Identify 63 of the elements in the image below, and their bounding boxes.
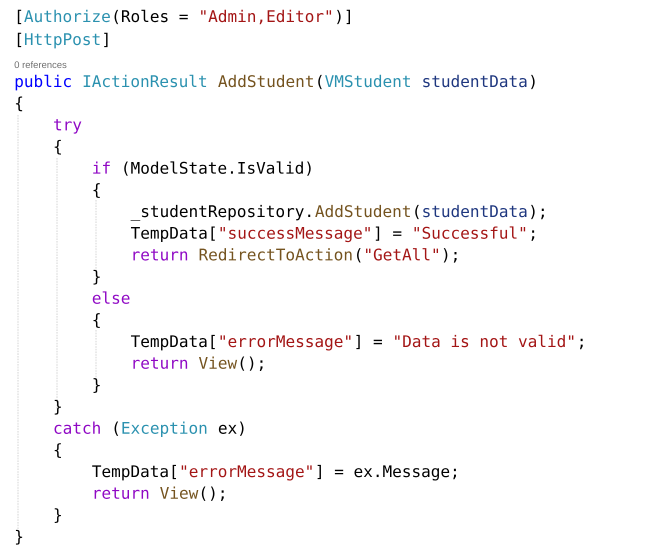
code-text: )]	[337, 10, 350, 24]
code-text: "Admin,Editor"	[201, 10, 332, 24]
code-text: "GetAll"	[366, 248, 438, 261]
code-text: }	[16, 530, 22, 545]
code-text: "errorMessage"	[182, 465, 312, 480]
code-text: View	[160, 486, 198, 499]
code-text: }	[54, 508, 61, 523]
code-text: ] =	[356, 334, 382, 350]
code-text: VMStudent	[325, 74, 410, 88]
code-text: }	[54, 400, 61, 415]
code-text: return	[133, 249, 188, 261]
code-text: return	[94, 487, 148, 499]
code-text: try	[54, 119, 82, 134]
code-text: "errorMessage"	[220, 335, 350, 350]
code-text: );	[531, 204, 544, 220]
code-text: _studentRepository.	[130, 204, 310, 221]
code-text: public	[16, 74, 71, 90]
code-text: {	[16, 96, 22, 112]
code-text: Exception	[122, 422, 206, 438]
code-text: {	[94, 313, 100, 328]
code-text: [	[18, 32, 22, 48]
code-text: IActionResult	[84, 74, 206, 88]
code-text: {	[94, 183, 100, 198]
code-text: ]	[104, 32, 108, 48]
code-text: (	[415, 204, 419, 220]
code-text: return	[133, 357, 188, 369]
code-text: );	[444, 248, 457, 263]
code-text: "Data is not valid"	[395, 334, 574, 348]
code-text: ex)	[218, 422, 244, 436]
code-text: Authorize	[24, 10, 110, 22]
code-text: )	[531, 74, 535, 90]
code-text: TempData[	[130, 226, 215, 242]
code-text: "Successful"	[414, 226, 526, 239]
code-text: (Roles =	[114, 10, 188, 24]
code-text: AddStudent	[218, 74, 313, 88]
code-text: studentData	[423, 204, 526, 218]
code-text: RedirectToAction	[200, 248, 352, 261]
code-text: (	[318, 74, 322, 90]
code-text: TempData[	[130, 334, 215, 350]
code-text: [	[18, 10, 22, 24]
code-text: (	[114, 422, 118, 436]
code-text: ;	[531, 230, 534, 241]
code-text: ;	[580, 338, 583, 350]
code-text: ] =	[376, 226, 402, 241]
code-text: TempData[	[92, 464, 176, 480]
code-text: ] = ex.Message;	[318, 464, 456, 480]
code-text: ();	[202, 486, 224, 501]
reference-count: 0 references	[14, 61, 66, 68]
code-text: {	[54, 140, 61, 155]
code-text: else	[92, 291, 130, 304]
code-text: }	[94, 270, 100, 285]
code-text: (	[357, 248, 361, 262]
code-text: catch	[54, 422, 100, 434]
code-text: View	[198, 356, 238, 369]
code-text: }	[94, 378, 100, 393]
code-text: AddStudent	[315, 204, 410, 218]
code-text: (ModelState.IsValid)	[124, 161, 311, 176]
code-text: "successMessage"	[220, 226, 370, 242]
code-text: studentData	[423, 74, 526, 88]
code-text: {	[54, 443, 61, 458]
code-text: HttpPost	[24, 33, 100, 48]
code-text: if	[93, 161, 110, 174]
code-text: ();	[240, 356, 263, 371]
